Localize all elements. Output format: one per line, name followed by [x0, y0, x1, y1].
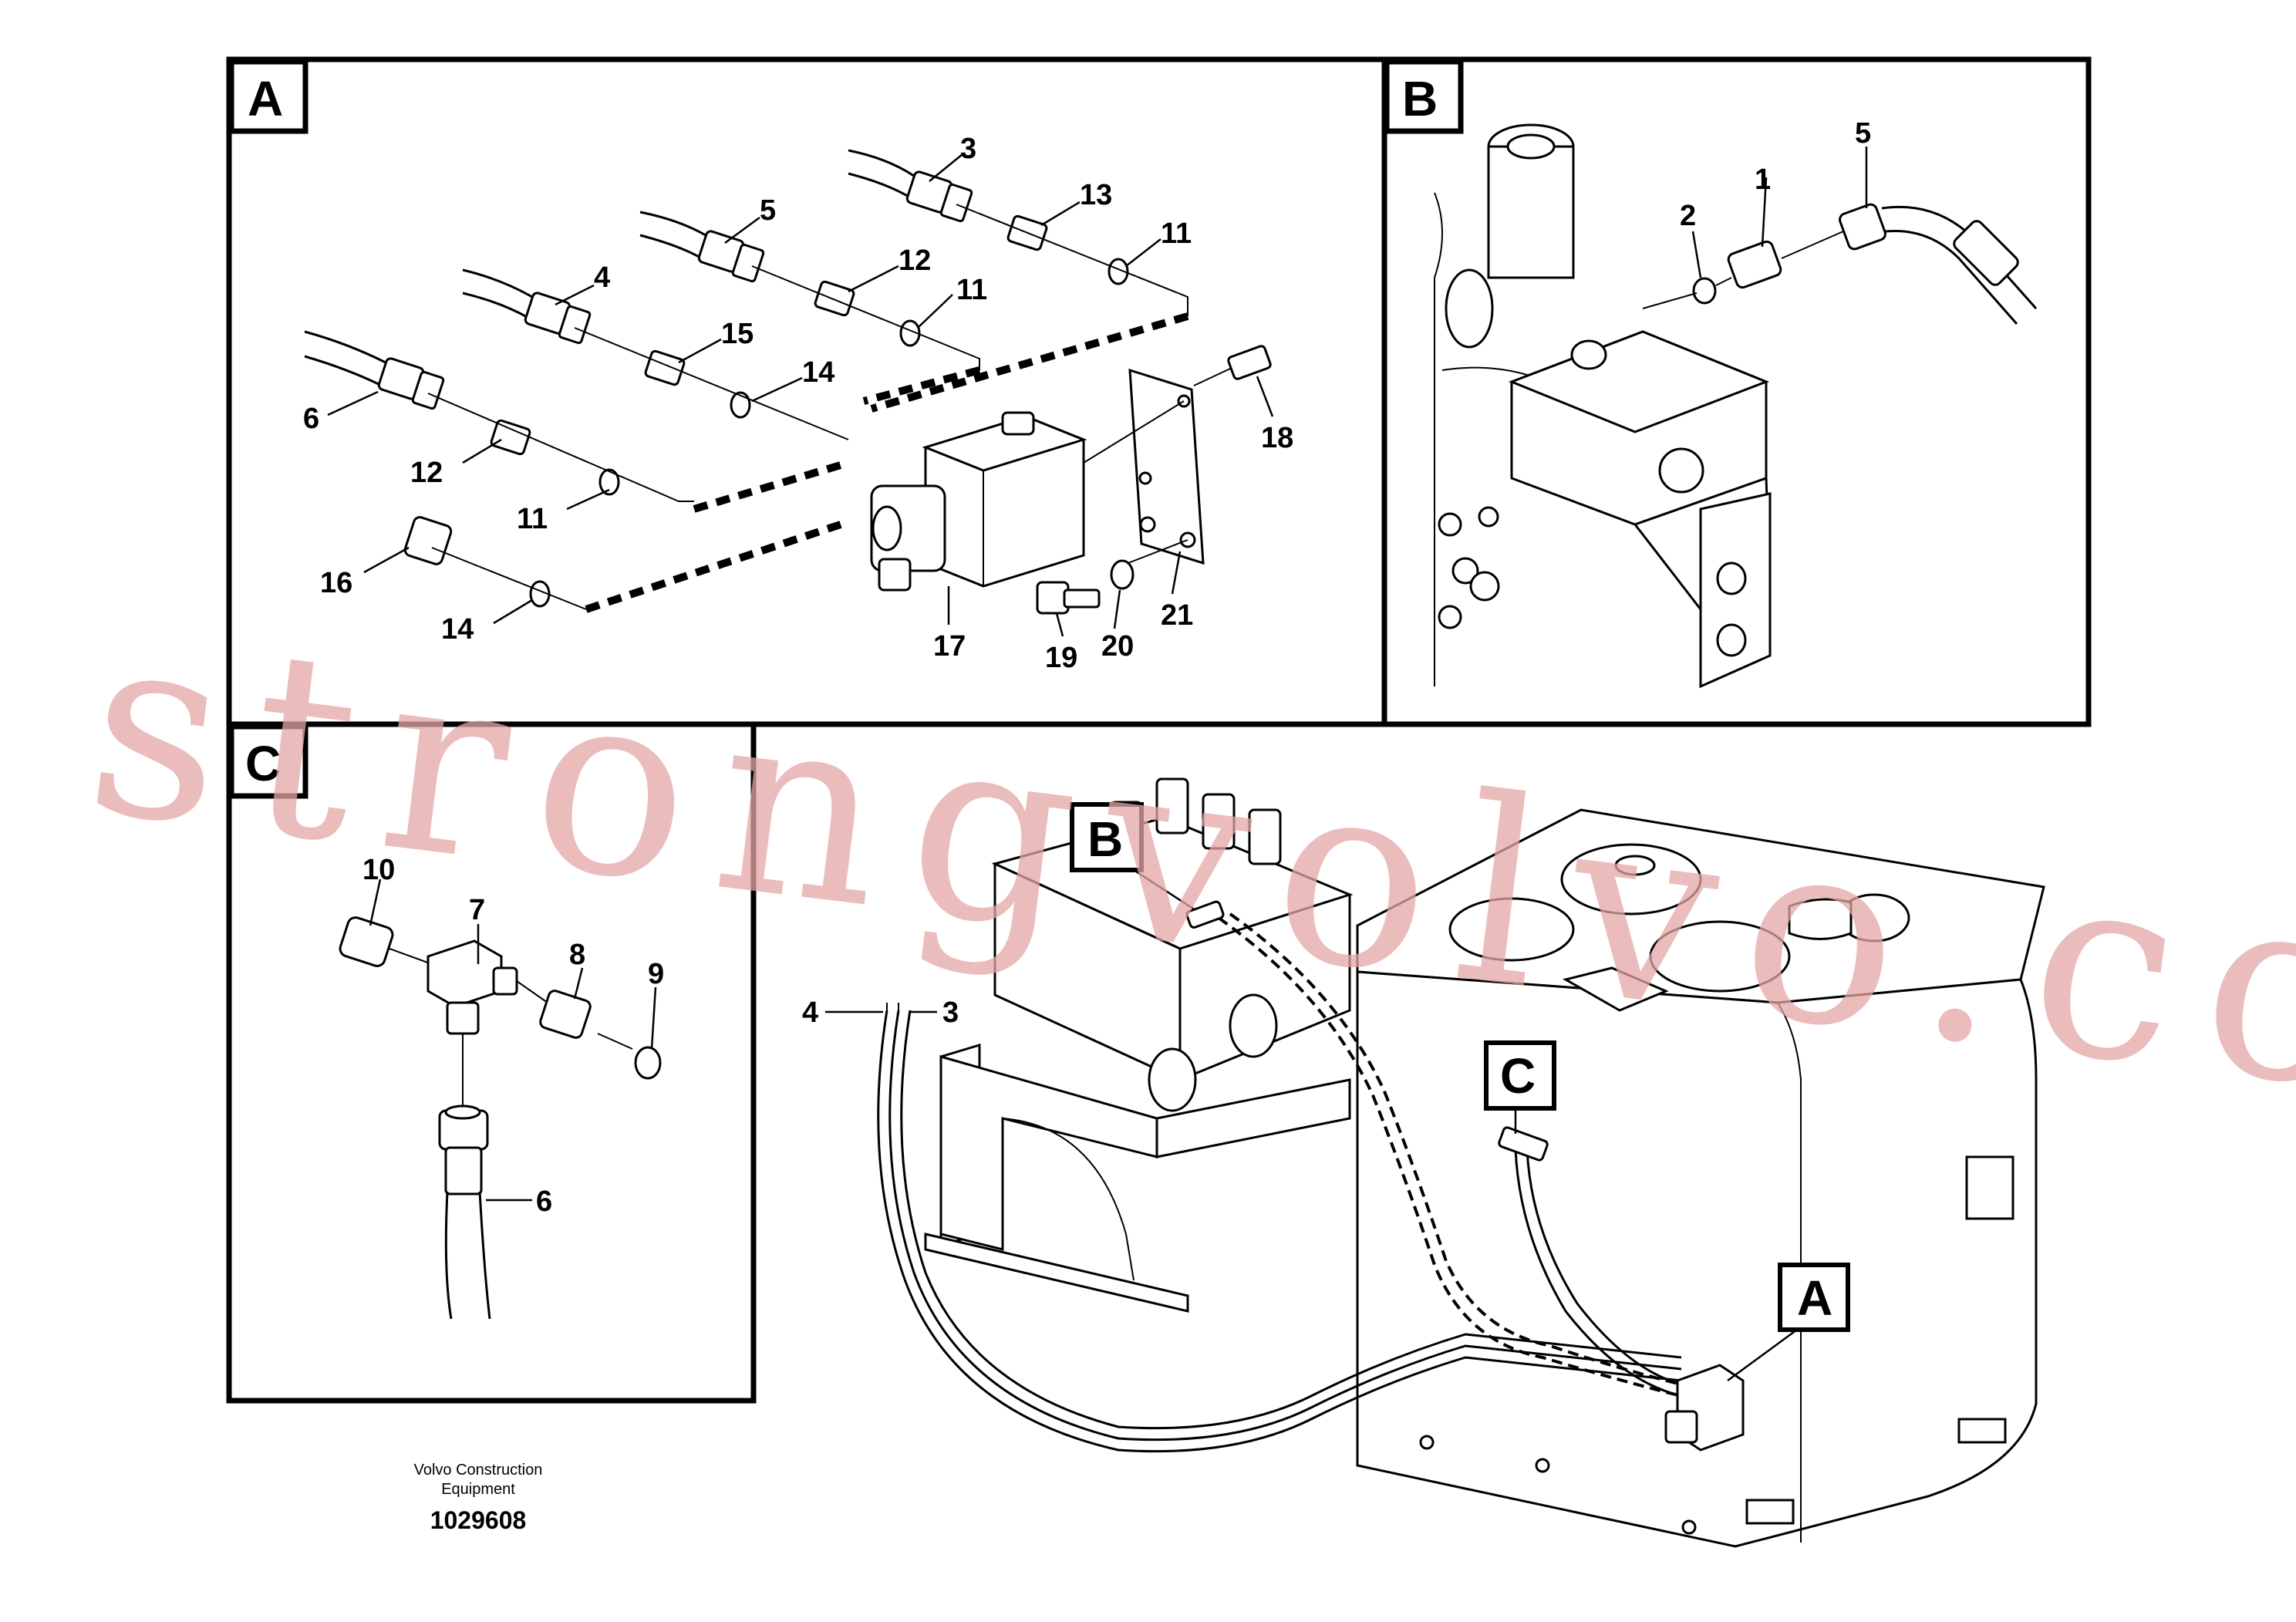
callout-c-7: 7: [469, 894, 485, 926]
panel-b-valve-block: [1434, 123, 1772, 689]
panel-c-fittings: [339, 916, 662, 1320]
callout-a-4: 4: [594, 261, 610, 294]
callout-a-19: 19: [1045, 642, 1077, 674]
panel-c-letter: C: [245, 736, 281, 791]
callout-c-6: 6: [536, 1185, 552, 1218]
panel-c: C 10 7 8 9: [226, 721, 757, 1404]
overview-hoses: [877, 912, 1682, 1453]
callout-a-18: 18: [1261, 422, 1293, 454]
marker-c-letter: C: [1500, 1048, 1536, 1104]
panel-b-letter: B: [1402, 71, 1438, 126]
panel-b-callouts: 2 1 5: [1680, 117, 1871, 232]
callout-b-2: 2: [1680, 200, 1696, 232]
callout-a-6: 6: [303, 403, 319, 435]
bolt-19: [1036, 581, 1101, 615]
marker-c: C: [1484, 1040, 1556, 1134]
marker-b-letter: B: [1087, 811, 1123, 867]
callout-c-10: 10: [362, 854, 395, 886]
footer: Volvo Construction Equipment 1029608: [414, 1462, 543, 1534]
panel-b-label-box: [1384, 59, 1464, 134]
callout-a-5: 5: [760, 194, 776, 227]
panel-a-dashed-routes: [585, 312, 1189, 613]
overview-drawing: B C A 4 3: [802, 777, 2045, 1548]
callout-a-16: 16: [320, 567, 352, 599]
hydraulic-tank: [1356, 808, 2045, 1548]
marker-a-letter: A: [1797, 1270, 1832, 1326]
callout-a-17: 17: [933, 630, 966, 663]
footer-company-line2: Equipment: [441, 1481, 515, 1498]
panel-a-fittings: [377, 170, 1129, 608]
panel-a-hoses: [304, 149, 915, 387]
footer-reference-number: 1029608: [430, 1506, 527, 1534]
callout-a-12: 12: [899, 244, 931, 277]
footer-company: Volvo Construction: [414, 1462, 543, 1479]
overview-callout-3: 3: [942, 996, 959, 1029]
washer-20: [1110, 559, 1135, 590]
callout-b-1: 1: [1755, 164, 1771, 196]
callout-a-13: 13: [1080, 179, 1112, 211]
panel-a: A: [226, 56, 1387, 727]
callout-a-20: 20: [1101, 630, 1134, 663]
panel-b-fittings: [1642, 203, 2038, 325]
panel-c-label-box: [228, 723, 308, 799]
panel-a-callouts: 3 5 4 6 13 12 11 11 15 14 12 11 16 14 17…: [303, 133, 1293, 674]
panel-a-leaders: [327, 153, 1274, 637]
callout-a-11b: 11: [956, 274, 987, 306]
support-frame: [924, 1043, 1351, 1313]
callout-c-9: 9: [648, 958, 664, 990]
callout-a-14: 14: [802, 356, 834, 389]
overview-callout-4: 4: [802, 996, 818, 1029]
solenoid-valve: [870, 411, 1087, 592]
callout-a-3: 3: [960, 133, 976, 165]
overview-callouts: 4 3: [802, 996, 959, 1029]
panel-b: B: [1381, 56, 2092, 727]
callout-a-15: 15: [721, 318, 754, 350]
panel-c-leaders: [369, 878, 657, 1202]
callout-b-5: 5: [1855, 117, 1871, 150]
panel-a-center-lines: [427, 204, 1188, 610]
overview-fittings: [1185, 900, 1745, 1452]
panel-c-callouts: 10 7 8 9 6: [362, 854, 664, 1218]
callout-a-11c: 11: [517, 503, 548, 535]
marker-b: B: [1070, 802, 1196, 912]
callout-a-11: 11: [1161, 218, 1192, 250]
bolt-18: [1193, 345, 1272, 386]
callout-a-21: 21: [1161, 599, 1193, 632]
panel-a-letter: A: [248, 71, 283, 126]
marker-a: A: [1727, 1263, 1850, 1382]
panel-b-leaders: [1691, 147, 1868, 278]
panel-a-label-box: [228, 59, 308, 134]
callout-a-12b: 12: [410, 457, 443, 489]
callout-a-14b: 14: [441, 613, 474, 646]
callout-c-8: 8: [569, 939, 585, 971]
mounting-bracket: [1083, 368, 1205, 568]
panel-c-frame: [226, 721, 757, 1404]
